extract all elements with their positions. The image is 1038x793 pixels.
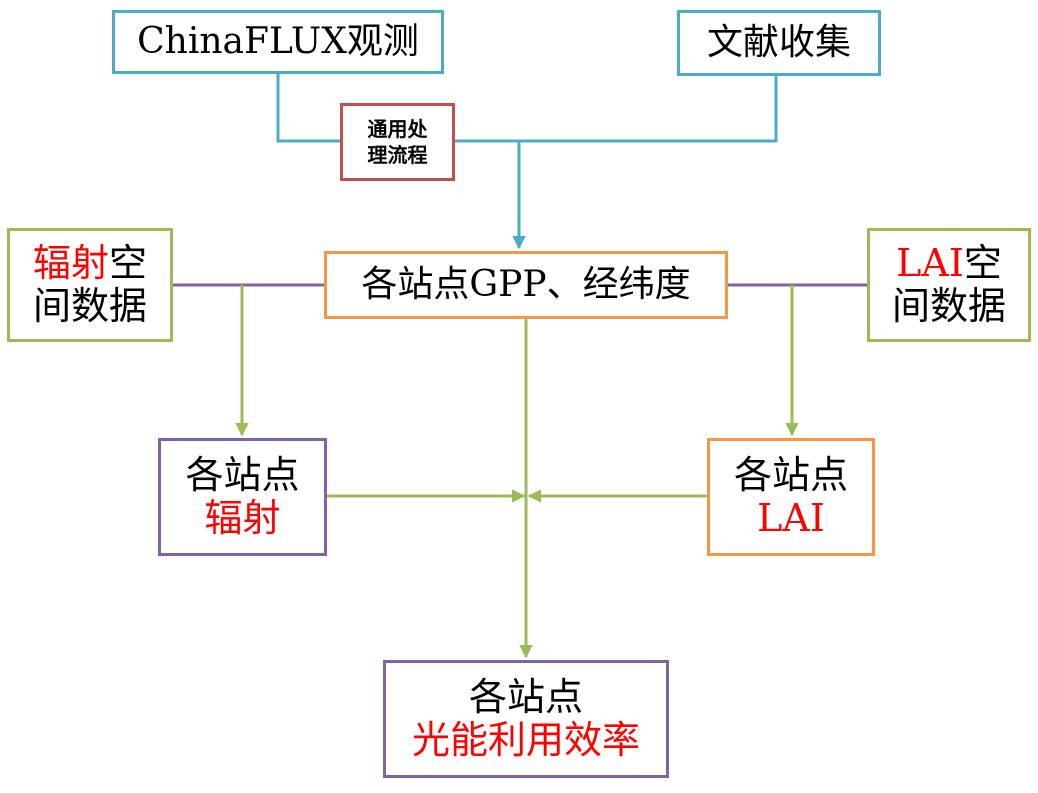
box-radiation-spatial-rest: 空 <box>109 241 148 286</box>
box-general-processing: 通用处 理流程 <box>340 103 455 181</box>
box-lai-spatial-line2: 间数据 <box>891 284 1006 328</box>
connector-literature-to-merge <box>455 76 778 143</box>
box-site-light-use-efficiency: 各站点 光能利用效率 <box>383 660 669 778</box>
box-lai-spatial-rest: 空 <box>963 241 1002 286</box>
box-site-gpp-coordinates: 各站点GPP、经纬度 <box>324 251 728 319</box>
box-site-radiation-line2: 辐射 <box>204 496 281 540</box>
box-literature-collection: 文献收集 <box>677 10 881 76</box>
box-chinaflux-label: ChinaFLUX观测 <box>137 20 419 62</box>
box-lai-spatial-line1: LAI空 <box>896 242 1002 285</box>
box-site-lue-line1: 各站点 <box>468 675 583 720</box>
connector-chinaflux-to-merge <box>276 74 340 143</box>
box-site-lai: 各站点 LAI <box>707 438 875 556</box>
box-site-radiation: 各站点 辐射 <box>158 438 327 556</box>
box-lai-spatial-highlight: LAI <box>896 241 964 286</box>
box-radiation-spatial-line2: 间数据 <box>32 284 147 328</box>
box-site-gpp-label: 各站点GPP、经纬度 <box>361 263 691 305</box>
box-site-radiation-line1: 各站点 <box>185 453 300 498</box>
box-radiation-spatial-data: 辐射空 间数据 <box>7 228 173 342</box>
box-lai-spatial-data: LAI空 间数据 <box>867 228 1031 342</box>
box-literature-label: 文献收集 <box>706 21 851 63</box>
box-radiation-spatial-line1: 辐射空 <box>33 242 147 285</box>
box-site-lai-line2: LAI <box>757 496 825 540</box>
box-chinaflux-observation: ChinaFLUX观测 <box>112 10 444 74</box>
box-site-lue-line2: 光能利用效率 <box>411 718 640 762</box>
box-radiation-spatial-highlight: 辐射 <box>32 241 109 286</box>
box-processing-line2: 理流程 <box>367 143 428 167</box>
box-site-lai-line1: 各站点 <box>733 453 848 498</box>
box-processing-line1: 通用处 <box>367 117 428 141</box>
